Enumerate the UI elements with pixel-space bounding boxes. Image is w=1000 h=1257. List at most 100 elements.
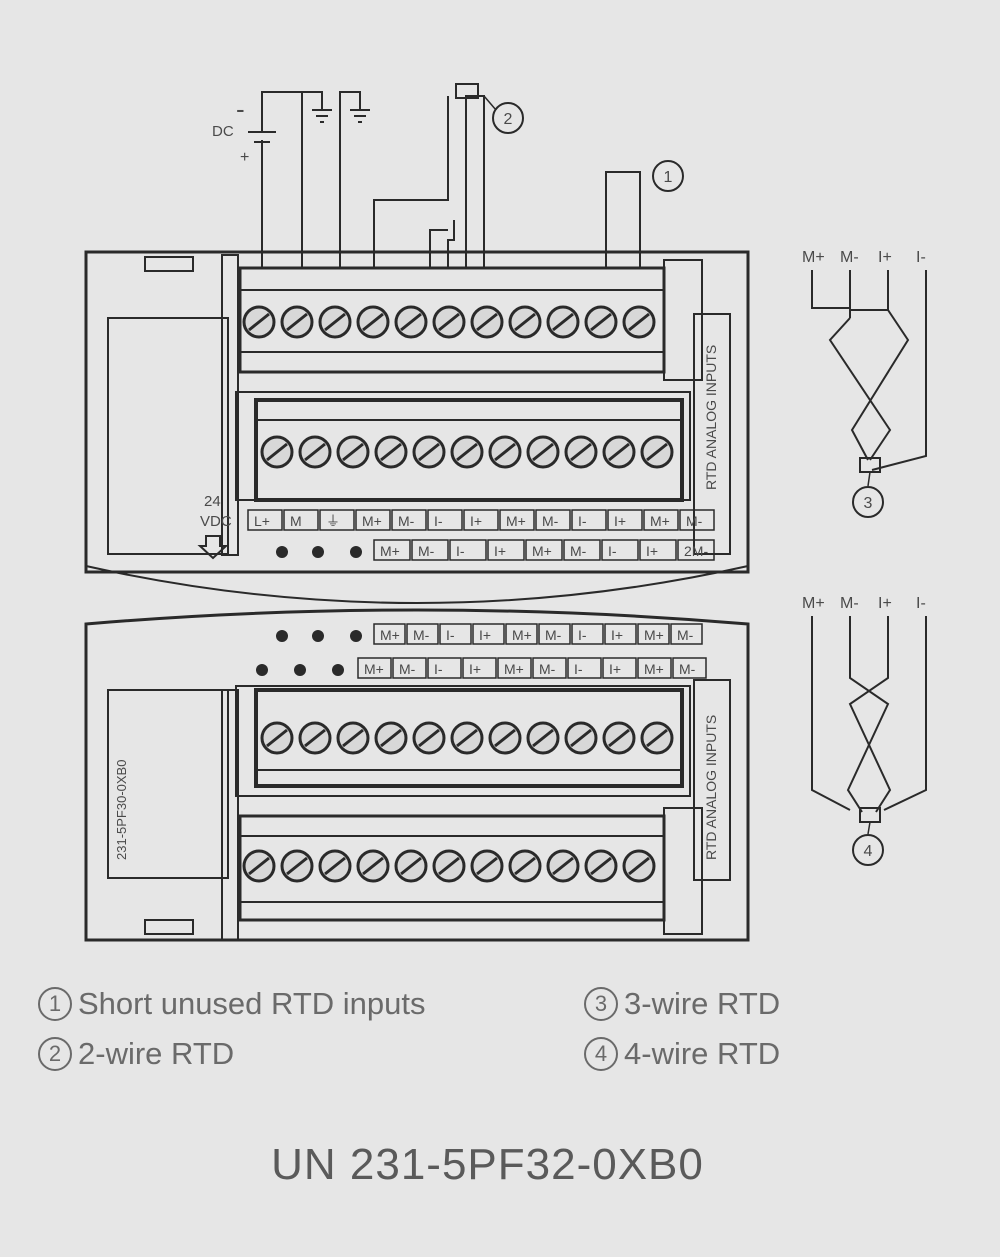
top-strip-a-label-2: M xyxy=(290,513,302,529)
dc-label: DC xyxy=(212,123,234,140)
bottom-strip-b-cell-1 xyxy=(357,657,392,679)
bottom-strip-a-label-3: I- xyxy=(446,627,455,643)
top-strip-a-cell-13 xyxy=(679,509,715,531)
top-strip-a-cell-10 xyxy=(571,509,607,531)
top-strip-a-label-12: M+ xyxy=(650,513,670,529)
top-upper-screw-11-slot xyxy=(628,312,650,332)
bottom-lower-screw-9-slot xyxy=(552,856,574,876)
bottom-strip-a-cell-1 xyxy=(373,623,406,645)
ground-wire-2 xyxy=(339,91,370,268)
bottom-strip-a-cell-5 xyxy=(505,623,538,645)
bottom-lower-screw-2-slot xyxy=(286,856,308,876)
bottom-upper-screw-1-slot xyxy=(266,728,288,748)
rtd3-terminal-label-1: M+ xyxy=(802,249,825,266)
top-module-outline xyxy=(84,250,750,574)
top-strip-b-label-8: I+ xyxy=(646,543,658,559)
bottom-upper-screw-5-slot xyxy=(418,728,440,748)
bottom-lower-screw-4-slot xyxy=(362,856,384,876)
callout-3-text: 3 xyxy=(864,495,873,512)
top-strip-b-label-4: I+ xyxy=(494,543,506,559)
top-lower-screw-3-slot xyxy=(342,442,364,462)
top-strip-a-label-4: M+ xyxy=(362,513,382,529)
ground-wire-1 xyxy=(302,91,332,123)
top-lower-screw-5-slot xyxy=(418,442,440,462)
top-strip-a-cell-1 xyxy=(247,509,283,531)
bottom-strip-b-label-4: I+ xyxy=(469,661,481,677)
top-upper-screw-1-slot xyxy=(248,312,270,332)
rtd4-terminal-label-4: I- xyxy=(916,595,926,612)
bottom-strip-b-cell-4 xyxy=(462,657,497,679)
top-upper-screw-6-slot xyxy=(438,312,460,332)
rail-24-label: 24 xyxy=(204,493,221,510)
dc-minus-label: - xyxy=(236,94,245,124)
bottom-upper-screw-6-slot xyxy=(456,728,478,748)
legend-number-2: 2 xyxy=(38,1037,72,1071)
terminal-dot-1 xyxy=(276,546,288,558)
dc-supply-wire xyxy=(248,91,303,268)
top-strip-b-cell-8 xyxy=(639,539,677,561)
bottom-strip-b-label-3: I- xyxy=(434,661,443,677)
terminal-dot-2 xyxy=(312,546,324,558)
rtd3-terminal-label-4: I- xyxy=(916,249,926,266)
bottom-lower-screw-10-slot xyxy=(590,856,612,876)
side-label-bottom: RTD ANALOG INPUTS xyxy=(703,715,719,860)
bottom-strip-b-cell-8 xyxy=(602,657,637,679)
rail-vdc-label: VDC xyxy=(200,513,232,530)
two-wire-rtd xyxy=(373,95,485,268)
callout-1 xyxy=(652,160,684,192)
bottom-lower-screw-5-slot xyxy=(400,856,422,876)
top-strip-a-cell-5 xyxy=(391,509,427,531)
top-lower-screw-4-slot xyxy=(380,442,402,462)
top-lower-screw-1-slot xyxy=(266,442,288,462)
top-strip-b-label-7: I- xyxy=(608,543,617,559)
top-strip-b-cell-5 xyxy=(525,539,563,561)
rtd4-terminal-label-1: M+ xyxy=(802,595,825,612)
callout-2-text: 2 xyxy=(504,111,513,128)
bottom-strip-b-cell-2 xyxy=(392,657,427,679)
bottom-lower-screw-3-slot xyxy=(324,856,346,876)
bottom-strip-a-label-4: I+ xyxy=(479,627,491,643)
callout-2 xyxy=(492,102,524,134)
short-unused-wire xyxy=(605,171,641,268)
bottom-strip-a-cell-4 xyxy=(472,623,505,645)
bottom-strip-a-cell-8 xyxy=(604,623,637,645)
bottom-strip-a-label-1: M+ xyxy=(380,627,400,643)
bottom-lower-screw-7-slot xyxy=(476,856,498,876)
bottom-terminal-block-upper xyxy=(254,688,684,788)
bottom-strip-a-cell-2 xyxy=(406,623,439,645)
top-terminal-block-upper xyxy=(238,266,666,374)
top-strip-a-label-6: I- xyxy=(434,513,443,529)
bottom-strip-b-label-9: M+ xyxy=(644,661,664,677)
top-upper-screw-4-slot xyxy=(362,312,384,332)
legend-text-4: 4-wire RTD xyxy=(624,1036,781,1071)
bottom-strip-a-label-5: M+ xyxy=(512,627,532,643)
top-strip-b-label-2: M- xyxy=(418,543,435,559)
bottom-strip-a-cell-7 xyxy=(571,623,604,645)
top-strip-b-cell-4 xyxy=(487,539,525,561)
terminal-dot-7 xyxy=(256,664,268,676)
rail-arrow-icon xyxy=(197,535,229,560)
top-strip-a-label-5: M- xyxy=(398,513,415,529)
bottom-strip-a-cell-3 xyxy=(439,623,472,645)
bottom-lower-screw-11-slot xyxy=(628,856,650,876)
legend-number-4: 4 xyxy=(584,1037,618,1071)
callout-2-leader xyxy=(483,95,497,111)
top-strip-a-cell-11 xyxy=(607,509,643,531)
top-strip-b-cell-6 xyxy=(563,539,601,561)
bottom-strip-a-label-8: I+ xyxy=(611,627,623,643)
bottom-strip-b-cell-6 xyxy=(532,657,567,679)
top-upper-screw-2-slot xyxy=(286,312,308,332)
top-strip-a-cell-3 xyxy=(319,509,355,531)
top-strip-b-label-3: I- xyxy=(456,543,465,559)
bottom-upper-screw-10-slot xyxy=(608,728,630,748)
bottom-strip-a-label-9: M+ xyxy=(644,627,664,643)
rtd3-terminal-label-3: I+ xyxy=(878,249,892,266)
three-wire-rtd-sketch xyxy=(811,270,927,473)
top-strip-a-label-1: L+ xyxy=(254,513,270,529)
top-lower-screw-9-slot xyxy=(570,442,592,462)
bottom-strip-a-label-10: M- xyxy=(677,627,694,643)
top-strip-b-label-1: M+ xyxy=(380,543,400,559)
top-strip-b-label-5: M+ xyxy=(532,543,552,559)
